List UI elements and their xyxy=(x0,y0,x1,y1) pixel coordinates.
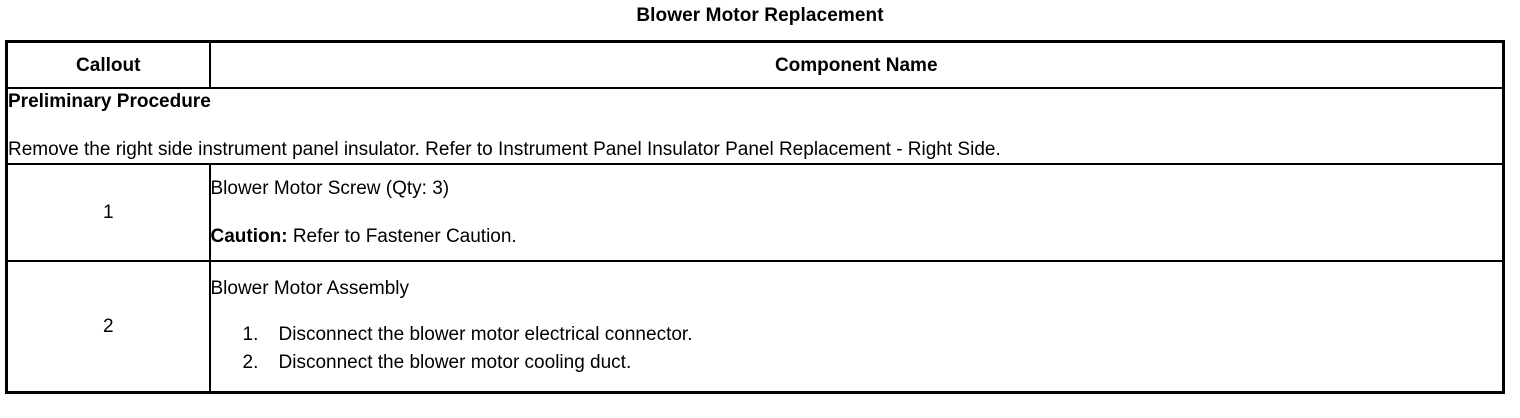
list-item: Disconnect the blower motor electrical c… xyxy=(243,321,693,349)
component-cell-1: Blower Motor Screw (Qty: 3) Caution: Ref… xyxy=(208,163,1505,262)
column-header-component-name: Component Name xyxy=(208,40,1505,89)
callout-number-1: 1 xyxy=(5,163,211,262)
caution-text: Refer to Fastener Caution. xyxy=(287,226,517,247)
callout-number-2: 2 xyxy=(5,260,211,393)
preliminary-procedure-text: Remove the right side instrument panel i… xyxy=(8,139,1001,160)
table-row: 2 Blower Motor Assembly Disconnect the b… xyxy=(5,260,1505,393)
list-item: Disconnect the blower motor cooling duct… xyxy=(243,349,632,377)
component-cell-2: Blower Motor Assembly Disconnect the blo… xyxy=(208,260,1505,393)
table-header-row: Callout Component Name xyxy=(5,40,1505,89)
procedure-table: Callout Component Name Preliminary Proce… xyxy=(5,40,1505,394)
component-name-2: Blower Motor Assembly xyxy=(210,278,410,300)
preliminary-procedure-row: Preliminary Procedure Remove the right s… xyxy=(5,87,1505,165)
preliminary-procedure-cell: Preliminary Procedure Remove the right s… xyxy=(5,87,1505,165)
page-title: Blower Motor Replacement xyxy=(636,5,884,26)
component-name-1: Blower Motor Screw (Qty: 3) xyxy=(210,178,450,199)
caution-label: Caution: xyxy=(210,226,288,247)
column-header-callout: Callout xyxy=(5,40,211,89)
caution-note-1: Caution: Refer to Fastener Caution. xyxy=(211,223,1503,250)
preliminary-procedure-heading: Preliminary Procedure xyxy=(8,91,211,112)
table-row: 1 Blower Motor Screw (Qty: 3) Caution: R… xyxy=(5,163,1505,262)
component-step-list: Disconnect the blower motor electrical c… xyxy=(211,321,1503,377)
